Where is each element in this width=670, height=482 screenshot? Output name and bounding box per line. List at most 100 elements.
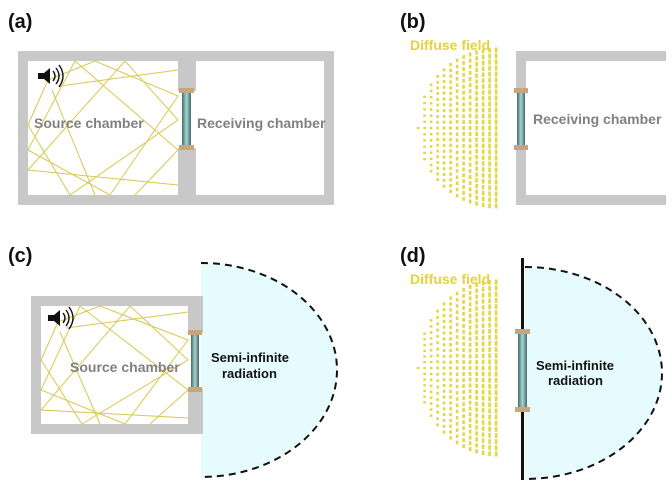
diffuse-dot <box>488 341 491 346</box>
diffuse-dot <box>481 408 485 413</box>
diffuse-dot <box>455 71 459 75</box>
diffuse-dot <box>462 354 465 358</box>
diffuse-dot <box>455 372 459 376</box>
diffuse-dot <box>436 161 439 164</box>
diffuse-dot <box>475 431 478 436</box>
diffuse-dot <box>481 426 485 431</box>
diffuse-dot <box>488 426 491 432</box>
diffuse-dot <box>423 133 426 136</box>
diffuse-dot <box>442 132 446 136</box>
panel-c: (c) Source chamber Semi-i <box>8 245 338 478</box>
diffuse-dot <box>468 302 472 307</box>
diffuse-dot <box>475 178 478 183</box>
diffuse-dot <box>494 291 498 297</box>
diffuse-dot <box>488 119 491 125</box>
diffuse-dot <box>494 414 498 420</box>
diffuse-dot <box>475 73 478 78</box>
diffuse-dot <box>475 324 478 329</box>
diffuse-dot <box>475 342 478 347</box>
diffuse-dot <box>494 107 498 113</box>
diffuse-dot <box>429 139 433 142</box>
diffuse-dot <box>468 371 472 376</box>
diffuse-dot <box>475 437 478 442</box>
diffuse-dot <box>442 418 446 422</box>
diffuse-dot <box>429 114 433 117</box>
diffuse-dot <box>436 92 439 95</box>
diffuse-dot <box>449 314 452 318</box>
diffuse-dot <box>449 114 452 119</box>
diffuse-dot <box>462 330 465 334</box>
glass-panel-icon <box>188 330 202 392</box>
diffuse-dot <box>494 143 498 149</box>
diffuse-dot <box>475 348 478 353</box>
diffuse-dot <box>455 403 459 407</box>
diffuse-dot <box>423 145 426 148</box>
diffuse-dot <box>481 396 485 401</box>
diffuse-dot <box>462 108 465 113</box>
diffuse-dot <box>449 395 452 399</box>
diffuse-dot <box>436 172 439 176</box>
diffuse-dot <box>462 179 465 184</box>
diffuse-dot <box>462 420 465 424</box>
diffuse-dot <box>468 447 472 452</box>
diffuse-dot <box>494 316 498 322</box>
diffuse-dot <box>468 64 472 69</box>
diffuse-dot <box>442 91 446 95</box>
diffuse-dot <box>429 319 433 322</box>
diffuse-dot <box>488 197 491 203</box>
receiving-chamber-label: Receiving chamber <box>197 115 326 131</box>
diffuse-dot <box>475 149 478 154</box>
diffuse-dot <box>468 325 472 330</box>
diffuse-dot <box>468 377 472 382</box>
diffuse-dot <box>475 96 478 102</box>
diffuse-dot <box>442 126 446 130</box>
diffuse-dot <box>488 384 491 389</box>
diffuse-dot <box>442 103 446 107</box>
diffuse-dot <box>468 366 472 370</box>
diffuse-dot <box>455 58 459 63</box>
diffuse-dot <box>494 408 498 414</box>
diffuse-dot <box>455 360 459 364</box>
diffuse-dot <box>429 366 433 370</box>
diffuse-dot <box>449 407 452 411</box>
diffuse-dot <box>468 360 472 365</box>
diffuse-dot <box>475 288 478 293</box>
diffuse-dot <box>442 68 446 72</box>
diffuse-dot <box>429 163 433 167</box>
diffuse-dot <box>488 125 491 131</box>
diffuse-dot <box>481 119 485 125</box>
diffuse-dot <box>442 360 446 364</box>
diffuse-dot <box>455 415 459 420</box>
semi-infinite-boundary <box>200 262 338 478</box>
diffuse-dot <box>436 341 439 345</box>
diffuse-dot <box>462 287 465 292</box>
diffuse-dot <box>462 318 465 322</box>
glass-panel-icon <box>179 88 194 150</box>
diffuse-dot <box>475 300 478 305</box>
diffuse-dot <box>475 282 478 287</box>
diffuse-dot <box>455 322 459 327</box>
diffuse-dot <box>449 424 452 428</box>
diffuse-dot <box>462 390 465 394</box>
diffuse-dot <box>449 120 452 124</box>
diffuse-dot <box>494 371 498 377</box>
diffuse-dot <box>475 108 478 113</box>
diffuse-dot <box>481 78 485 83</box>
diffuse-dot <box>455 353 459 358</box>
diffuse-dot <box>423 361 426 364</box>
speaker-icon <box>48 306 74 330</box>
diffuse-dot <box>436 155 439 159</box>
diffuse-dot <box>429 126 433 130</box>
diffuse-dot <box>481 323 485 328</box>
diffuse-dot <box>436 132 439 136</box>
diffuse-dot <box>436 398 439 401</box>
diffuse-dot <box>423 355 426 358</box>
diffuse-dot <box>442 325 446 329</box>
diffuse-dot <box>449 319 452 324</box>
diffuse-dot <box>442 114 446 118</box>
diffuse-dot <box>468 412 472 417</box>
diffuse-dot <box>468 313 472 318</box>
diffuse-dot <box>481 149 485 154</box>
diffuse-dot <box>481 96 485 101</box>
diffuse-dot <box>442 372 446 376</box>
